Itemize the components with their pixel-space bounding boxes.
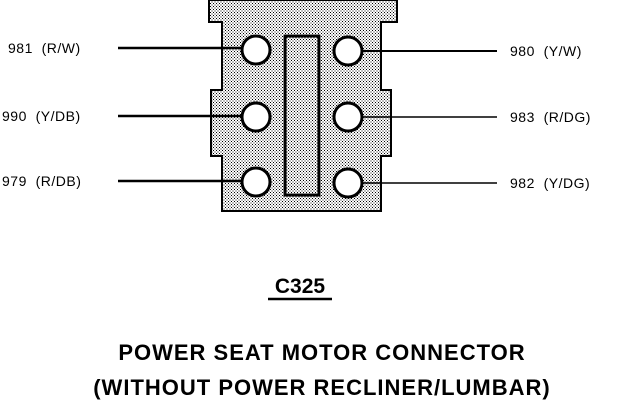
wire-label-983: 983 (R/DG) [510,109,591,125]
connector-title: POWER SEAT MOTOR CONNECTOR [118,340,525,365]
pin-cavity-980 [332,35,364,67]
connector-id: C325 [275,275,326,298]
pin-cavity-990 [240,101,272,133]
pin-cavity-983 [332,101,364,133]
wire-label-982: 982 (Y/DG) [510,175,590,191]
wire-label-979: 979 (R/DB) [2,173,81,189]
pin-cavity-982 [332,167,364,199]
connector-center-tab [283,34,321,197]
wire-label-990: 990 (Y/DB) [2,108,81,124]
pin-cavity-979 [240,166,272,198]
wire-label-981: 981 (R/W) [8,40,81,56]
connector-subtitle: (WITHOUT POWER RECLINER/LUMBAR) [93,375,551,400]
wire-label-980: 980 (Y/W) [510,43,582,59]
pin-cavity-981 [240,34,272,66]
